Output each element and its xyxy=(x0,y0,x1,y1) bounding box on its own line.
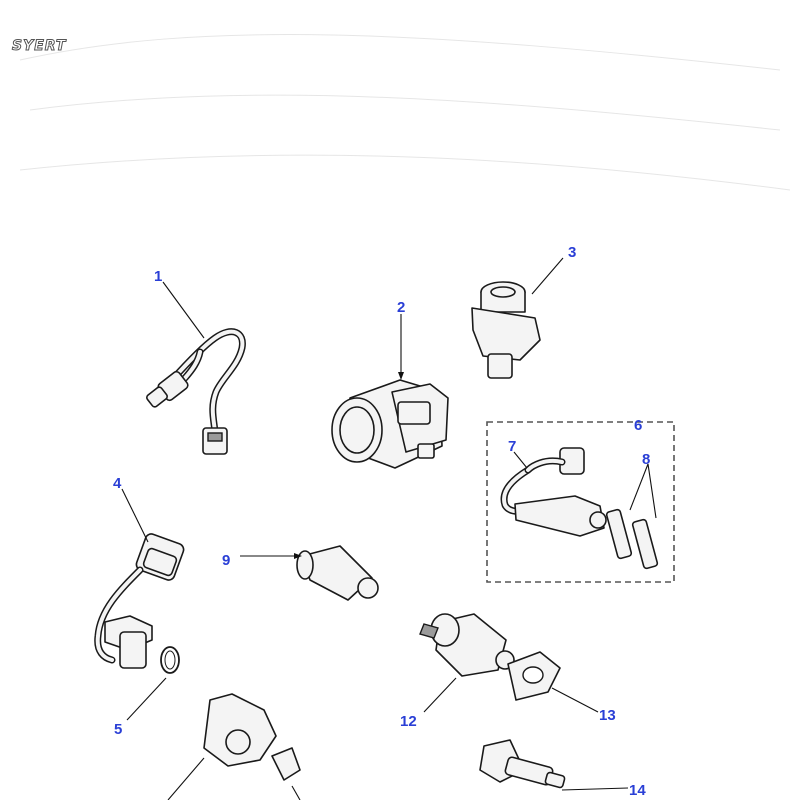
callout-2: 2 xyxy=(397,299,405,316)
valve-sensor-icon[interactable] xyxy=(471,281,541,379)
callout-5: 5 xyxy=(114,721,122,738)
callout-labels: 1 2 3 4 5 6 7 8 9 12 13 14 xyxy=(113,244,650,799)
brand-logo-text: SYERT xyxy=(12,38,67,54)
background-watermark xyxy=(19,34,791,191)
throttle-body-icon[interactable] xyxy=(331,379,449,469)
callout-8: 8 xyxy=(642,451,650,468)
callout-4: 4 xyxy=(113,475,122,492)
gasket-icon[interactable] xyxy=(507,651,561,701)
callout-3: 3 xyxy=(568,244,576,261)
callout-14: 14 xyxy=(629,782,646,799)
brand-logo: SYERT xyxy=(12,38,67,55)
bracket-icon[interactable] xyxy=(271,747,301,781)
idle-valve-icon[interactable] xyxy=(419,613,515,677)
callout-9: 9 xyxy=(222,552,230,569)
leader-lines xyxy=(121,257,657,801)
callout-1: 1 xyxy=(154,268,162,285)
o-ring-icon[interactable] xyxy=(160,646,180,674)
callout-6: 6 xyxy=(634,417,642,434)
sensor-kit-icon[interactable] xyxy=(486,421,675,583)
throttle-position-sensor-icon[interactable] xyxy=(203,693,277,767)
callout-12: 12 xyxy=(400,713,417,730)
kit-terminal-icon[interactable] xyxy=(605,508,659,570)
kit-sensor-icon[interactable] xyxy=(500,447,607,537)
crank-sensor-icon[interactable] xyxy=(94,532,186,669)
callout-7: 7 xyxy=(508,438,516,455)
callout-13: 13 xyxy=(599,707,616,724)
kit-outline xyxy=(486,421,675,583)
temperature-sensor-icon[interactable] xyxy=(479,739,566,789)
sensor-harness-icon[interactable] xyxy=(146,328,246,455)
pressure-switch-icon[interactable] xyxy=(296,545,379,601)
